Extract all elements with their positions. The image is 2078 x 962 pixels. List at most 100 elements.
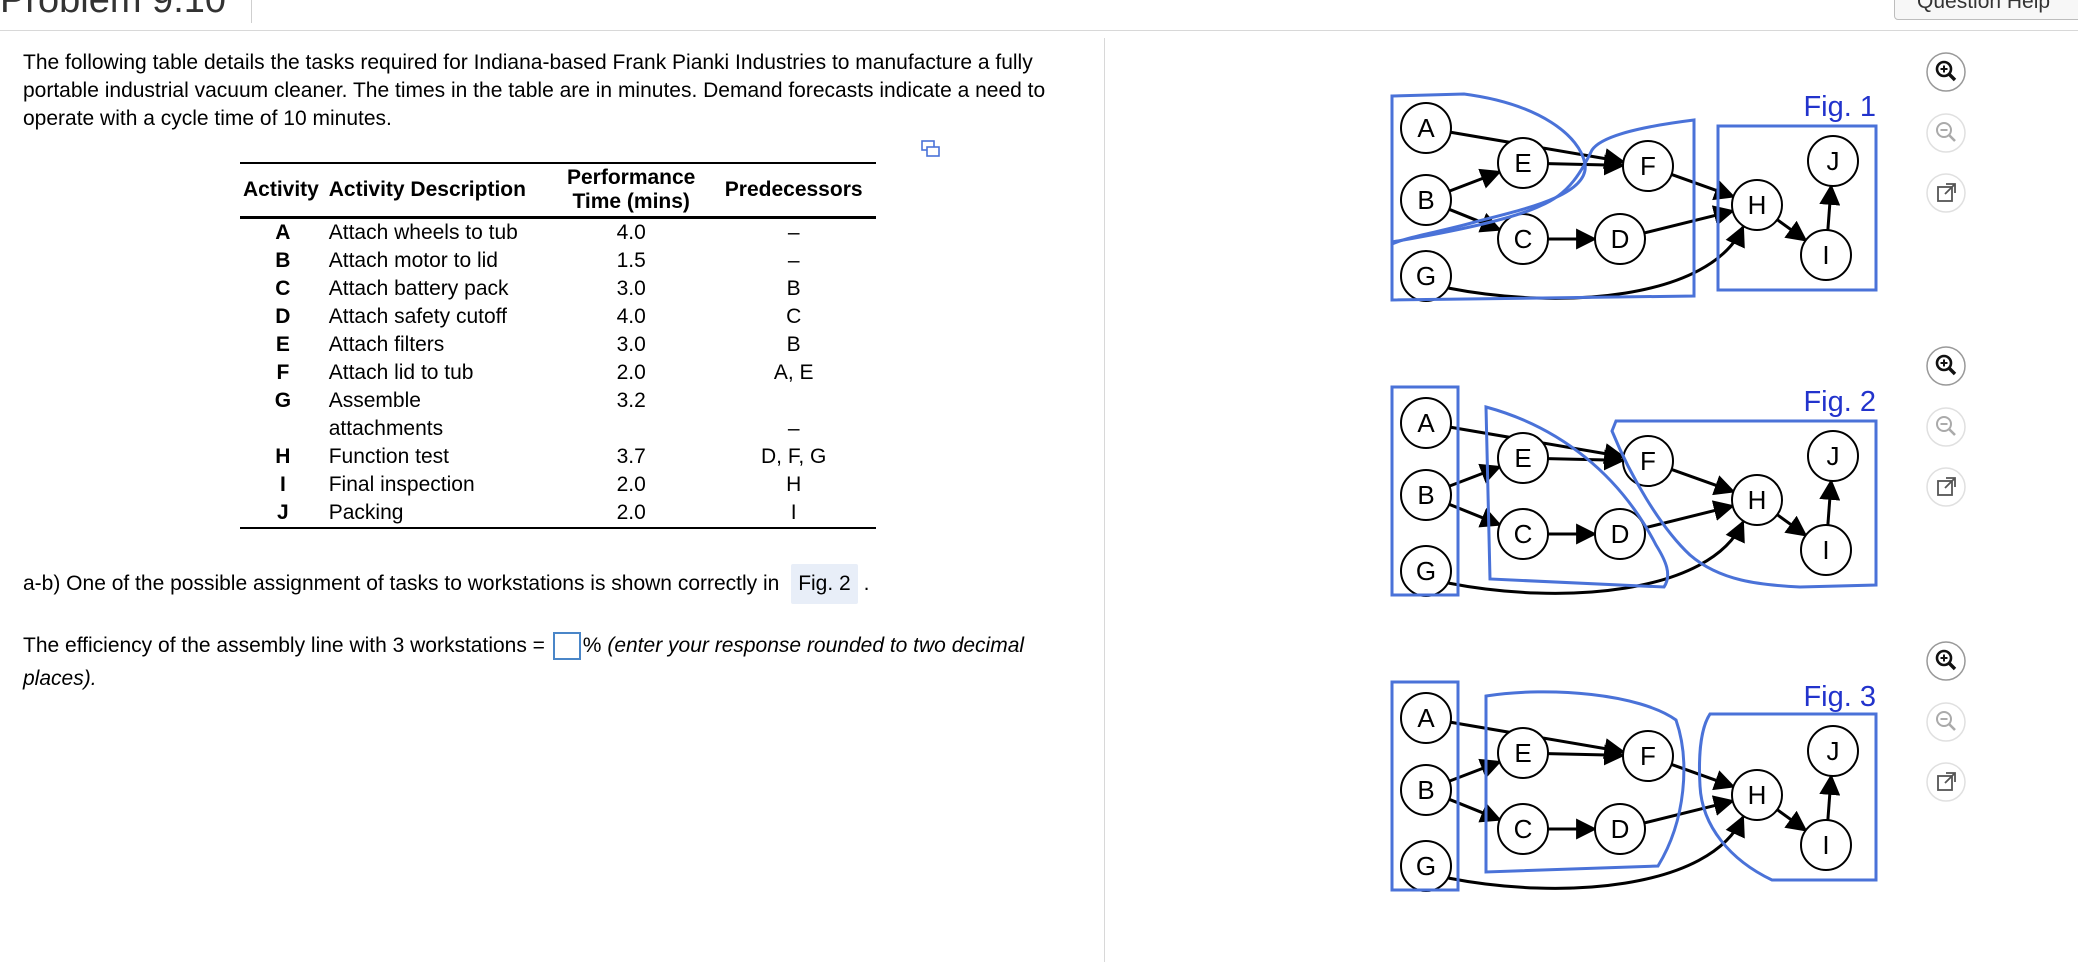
part-ab-text: a-b) One of the possible assignment of t… (23, 572, 780, 595)
node-label: G (1416, 261, 1436, 291)
cell-description: Attach safety cutoff (328, 305, 507, 328)
node-label: A (1417, 703, 1435, 733)
edge-D-H (1643, 500, 1735, 530)
node-A (1400, 397, 1452, 449)
popout-icon[interactable] (1926, 173, 1966, 213)
table-header-row: Activity Activity Description Performanc… (240, 162, 876, 219)
node-label: H (1748, 780, 1767, 810)
workstation-outline (1716, 124, 1878, 292)
node-B (1400, 174, 1452, 226)
problem-title: Problem 9.10 (0, 0, 227, 21)
cell-activity: D (275, 305, 291, 328)
cell-predecessors: D, F, G (760, 445, 827, 468)
col-header-predecessors: Predecessors (711, 162, 876, 219)
part-ab-question: a-b) One of the possible assignment of t… (23, 564, 869, 604)
part-ab-suffix: . (863, 572, 870, 595)
figure-label: Fig. 1 (1803, 91, 1876, 123)
cell-predecessors: I (711, 499, 876, 529)
node-B (1400, 469, 1452, 521)
cell-activity: F (276, 361, 290, 384)
cell-activity: H (275, 445, 291, 468)
title-divider (251, 0, 252, 23)
table-row: B Attach motor to lid 1.5 – (240, 247, 876, 275)
table-row: C Attach battery pack 3.0 B (240, 275, 876, 303)
efficiency-unit: % (582, 634, 602, 657)
node-label: D (1611, 224, 1630, 254)
zoom-out-icon[interactable] (1926, 407, 1966, 447)
copy-table-icon[interactable] (921, 138, 941, 158)
popout-icon[interactable] (1926, 762, 1966, 802)
cell-description: Attach filters (328, 333, 445, 356)
edge-F-H (1671, 468, 1736, 496)
cell-predecessors: – (787, 417, 800, 440)
node-label: J (1827, 441, 1840, 471)
edge-I-J (1819, 773, 1841, 821)
zoom-in-icon[interactable] (1926, 346, 1966, 386)
table-row: E Attach filters 3.0 B (240, 331, 876, 359)
workstation-outline (1610, 419, 1878, 589)
node-label: C (1514, 519, 1533, 549)
table-row: F Attach lid to tub 2.0 A, E (240, 359, 876, 387)
col-header-performance-line1: Performance (566, 166, 696, 189)
efficiency-answer-input[interactable] (552, 632, 581, 661)
col-header-performance: Performance Time (mins) (551, 162, 712, 219)
node-label: H (1748, 485, 1767, 515)
node-label: B (1417, 185, 1434, 215)
efficiency-text: The efficiency of the assembly line with… (23, 634, 545, 657)
table-row: J Packing 2.0 I (240, 499, 876, 529)
node-D (1594, 803, 1646, 855)
edge-B-E (1448, 168, 1502, 193)
edge-H-I (1776, 218, 1808, 242)
node-A (1400, 102, 1452, 154)
workstation-outline (1390, 92, 1587, 247)
node-label: I (1822, 535, 1829, 565)
cell-time: 3.2 (616, 389, 646, 412)
edge-H-I (1776, 808, 1808, 832)
cell-description: Attach wheels to tub (328, 221, 518, 244)
node-label: E (1514, 738, 1531, 768)
edge-F-H (1671, 173, 1736, 201)
node-label: F (1640, 741, 1656, 771)
cell-time: 1.5 (616, 249, 646, 272)
cell-time: 4.0 (616, 305, 646, 328)
cell-description: Attach lid to tub (328, 361, 474, 384)
node-E (1497, 432, 1549, 484)
node-D (1594, 213, 1646, 265)
cell-time: 3.0 (616, 333, 646, 356)
node-label: F (1640, 151, 1656, 181)
col-header-activity: Activity (240, 162, 326, 219)
figure-label: Fig. 2 (1803, 386, 1876, 418)
node-label: G (1416, 556, 1436, 586)
table-row: G Assemble attachments 3.2 – (240, 387, 876, 443)
figure-dropdown[interactable]: Fig. 2 (791, 564, 858, 604)
cell-predecessors: – (787, 249, 800, 272)
zoom-in-icon[interactable] (1926, 52, 1966, 92)
intro-text: The following table details the tasks re… (23, 51, 1046, 130)
pane-divider (1104, 38, 1105, 962)
zoom-out-icon[interactable] (1926, 113, 1966, 153)
cell-activity: B (275, 249, 291, 272)
node-label: D (1611, 814, 1630, 844)
table-row: A Attach wheels to tub 4.0 – (240, 218, 876, 248)
table-row: D Attach safety cutoff 4.0 C (240, 303, 876, 331)
node-E (1497, 137, 1549, 189)
node-H (1731, 179, 1783, 231)
cell-activity: C (275, 277, 291, 300)
node-label: C (1514, 224, 1533, 254)
question-help-button[interactable]: Question Help (1894, 0, 2078, 20)
workstation-outline (1484, 690, 1686, 874)
popout-icon[interactable] (1926, 467, 1966, 507)
cell-description-line2: attachments (328, 417, 444, 440)
node-B (1400, 764, 1452, 816)
efficiency-note: (enter your response rounded to two deci… (23, 634, 1025, 690)
cell-predecessors: H (786, 473, 802, 496)
node-label: H (1748, 190, 1767, 220)
edge-D-H (1643, 795, 1735, 825)
zoom-in-icon[interactable] (1926, 641, 1966, 681)
zoom-out-icon[interactable] (1926, 702, 1966, 742)
node-J (1807, 430, 1859, 482)
edge-G-H (1447, 225, 1745, 300)
node-F (1622, 435, 1674, 487)
node-label: G (1416, 851, 1436, 881)
